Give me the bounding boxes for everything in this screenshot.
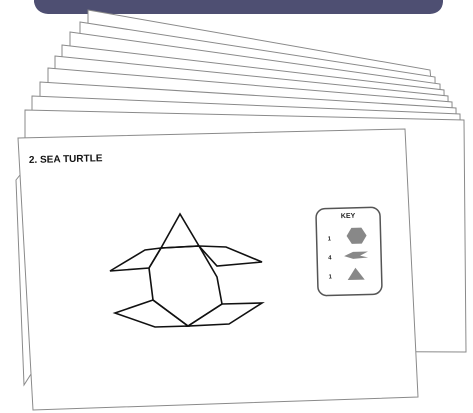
- key-heading: KEY: [341, 213, 356, 220]
- card-title: 2. SEA TURTLE: [29, 153, 103, 166]
- key-panel: KEY 1 4 1: [316, 207, 382, 296]
- key-box: [316, 207, 382, 296]
